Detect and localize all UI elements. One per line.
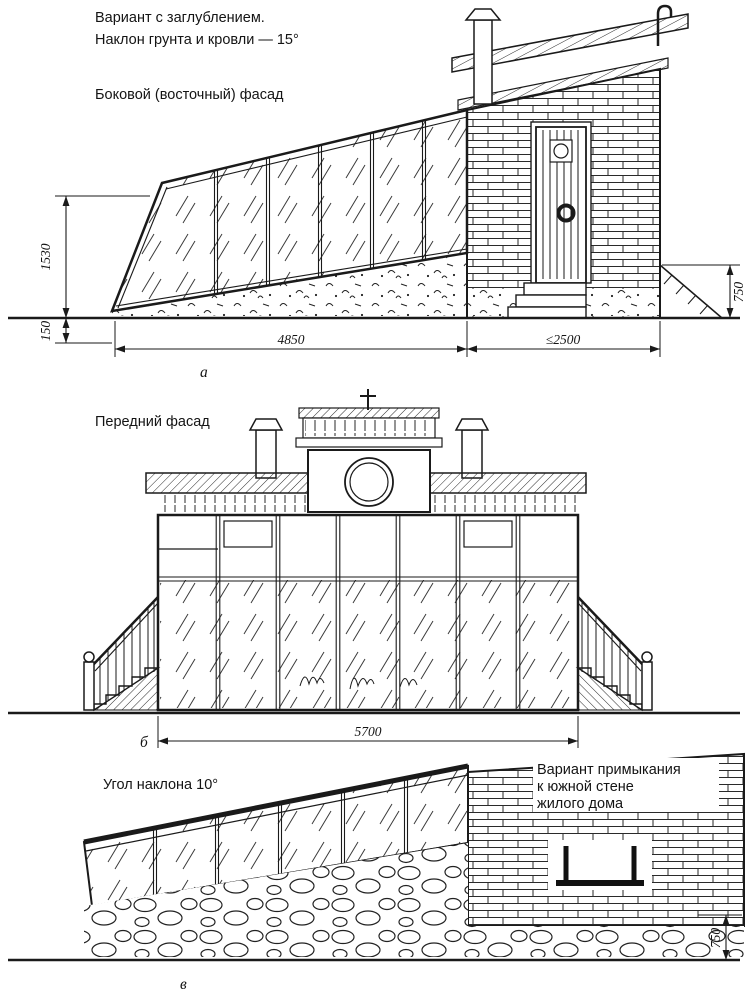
fascia-board	[457, 57, 669, 111]
plants-sketch	[299, 676, 418, 690]
dim-750-v-value: 750	[708, 928, 723, 949]
section-a-note-line2: Наклон грунта и кровли — 15°	[95, 32, 299, 48]
roof-hook	[656, 4, 673, 46]
section-v-note-line1: Вариант примыкания	[537, 762, 681, 778]
dim-2500-value: ≤2500	[546, 332, 581, 347]
chimney-right	[454, 418, 490, 479]
door-window-frame	[549, 139, 573, 163]
front-mullions	[215, 516, 521, 709]
chimney-cap	[464, 8, 502, 21]
section-b-front-facade: Передний фасад	[8, 389, 740, 751]
front-glazing	[156, 513, 580, 712]
section-a-side-facade: Вариант с заглублением. Наклон грунта и …	[8, 4, 746, 381]
figure-label-b: б	[140, 734, 149, 751]
dimension-5700: 5700	[157, 716, 579, 748]
greenhouse-glazing-10deg	[82, 763, 469, 908]
roof-plank	[451, 13, 689, 73]
vent-window-right	[463, 520, 513, 548]
dim-1530-value: 1530	[38, 243, 53, 270]
section-v-title: Угол наклона 10°	[103, 777, 218, 793]
balusters	[99, 602, 155, 704]
dimension-750-a: 750	[662, 264, 746, 318]
dimension-1530: 1530	[38, 195, 150, 318]
door-handle-ring	[556, 203, 576, 223]
glazing-mullions	[213, 120, 427, 294]
figure-label-v: в	[180, 976, 187, 993]
stair-railing-left	[83, 596, 161, 712]
right-bank-slope	[659, 264, 723, 319]
right-bank-hatch	[663, 274, 709, 315]
newel-post	[83, 661, 95, 711]
dim-4850-value: 4850	[278, 332, 305, 347]
dimension-4850-2500: 4850 ≤2500	[114, 321, 661, 357]
section-a-note-line1: Вариант с заглублением.	[95, 10, 265, 26]
entrance-steps	[507, 282, 587, 319]
entrance-door	[530, 121, 592, 284]
cobblestone-base	[84, 843, 744, 957]
handrail	[91, 596, 159, 667]
vent-window-left	[223, 520, 273, 548]
section-a-title: Боковой (восточный) фасад	[95, 87, 284, 103]
cupola-balustrade	[305, 420, 433, 436]
round-window	[344, 457, 394, 507]
chimney-left	[248, 418, 284, 479]
dimension-750-v: 750	[698, 914, 742, 960]
stair-railing-right	[576, 595, 654, 712]
section-v-note-line2: к южной стене	[537, 779, 634, 795]
mullions-10deg	[152, 778, 409, 895]
dimension-150: 150	[38, 318, 112, 344]
chimney	[464, 8, 502, 105]
attic-box	[307, 449, 431, 513]
section-v-note-line3: жилого дома	[537, 796, 624, 812]
steps	[93, 667, 161, 712]
wall-niche	[548, 840, 652, 890]
transom	[158, 576, 578, 582]
section-v-adjoining-variant: Вариант примыкания к южной стене жилого …	[8, 752, 745, 993]
figure-label-a: а	[200, 364, 208, 381]
dim-5700-value: 5700	[355, 724, 382, 739]
note-background	[533, 758, 719, 812]
section-b-title: Передний фасад	[95, 414, 210, 430]
door-porthole	[553, 143, 569, 159]
cross-finial	[360, 389, 376, 410]
dim-150-value: 150	[38, 321, 53, 342]
cupola	[295, 407, 443, 448]
dim-750-a-value: 750	[731, 282, 746, 303]
greenhouse-glazing-side	[110, 108, 469, 313]
newel-ball	[83, 651, 95, 663]
